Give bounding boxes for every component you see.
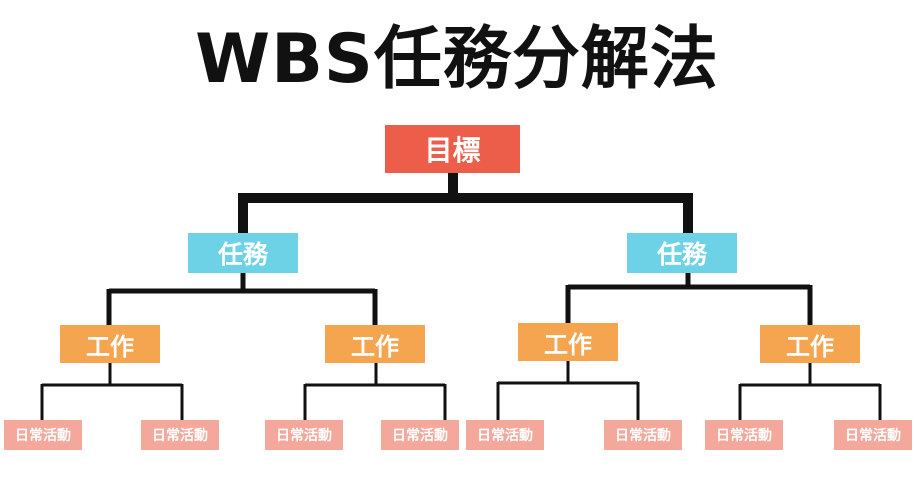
task-connectors [106, 273, 813, 325]
work-node-3: 工作 [518, 323, 618, 361]
goal-node: 目標 [385, 125, 520, 173]
work-node-1: 工作 [60, 325, 160, 363]
activity-node-1: 日常活動 [4, 420, 82, 450]
activity-node-5: 日常活動 [466, 420, 544, 450]
activity-node-8: 日常活動 [834, 420, 912, 450]
activity-node-6: 日常活動 [604, 420, 682, 450]
work-node-2: 工作 [325, 325, 425, 363]
activity-node-2: 日常活動 [141, 420, 219, 450]
activity-node-3: 日常活動 [265, 420, 343, 450]
activity-node-7: 日常活動 [705, 420, 783, 450]
goal-connector [238, 173, 693, 233]
task-node-2: 任務 [627, 233, 737, 273]
work-node-4: 工作 [760, 325, 860, 363]
diagram-title: WBS任務分解法 [195, 20, 719, 99]
activity-node-4: 日常活動 [381, 420, 459, 450]
task-node-1: 任務 [188, 233, 298, 273]
work-connectors [40, 361, 882, 420]
